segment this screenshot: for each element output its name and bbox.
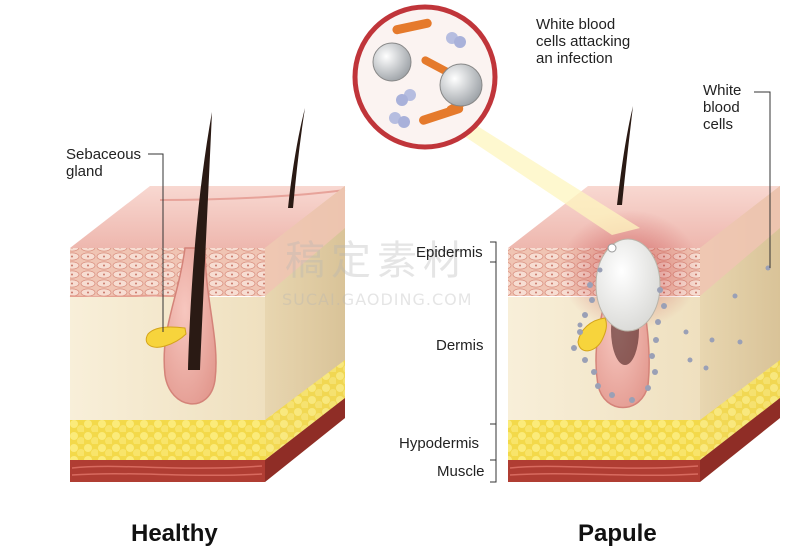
- muscle-label: Muscle: [437, 463, 485, 480]
- zoom-circle: [352, 4, 498, 150]
- white-blood-cells: [571, 265, 771, 403]
- hypodermis-layer: [70, 420, 265, 460]
- pustule: [595, 238, 661, 332]
- healthy-skin-block: [69, 108, 346, 482]
- sebaceous-gland-label: Sebaceous gland: [66, 146, 142, 180]
- hypodermis-layer: [508, 420, 700, 460]
- sebaceous-leader: [148, 153, 164, 332]
- hypodermis-label: Hypodermis: [399, 435, 480, 452]
- wbc-attacking-label: White blood cells attacking an infection: [536, 16, 631, 67]
- epidermis-label: Epidermis: [416, 244, 483, 261]
- muscle-layer: [508, 460, 700, 482]
- papule-title: Papule: [578, 520, 657, 547]
- wbc-label: White blood cells: [703, 82, 742, 133]
- healthy-title: Healthy: [131, 520, 218, 547]
- wbc-leader: [754, 91, 771, 268]
- layer-brackets: [490, 241, 497, 483]
- epidermis-layer: [70, 248, 265, 296]
- muscle-layer: [70, 460, 265, 482]
- hair-shaft: [617, 106, 633, 205]
- hair-shaft: [188, 112, 212, 370]
- skin-surface: [70, 186, 345, 248]
- sebaceous-gland: [577, 317, 607, 352]
- dermis-label: Dermis: [436, 337, 484, 354]
- papule-skin-block: [508, 106, 780, 482]
- hair-shaft-2: [288, 108, 305, 208]
